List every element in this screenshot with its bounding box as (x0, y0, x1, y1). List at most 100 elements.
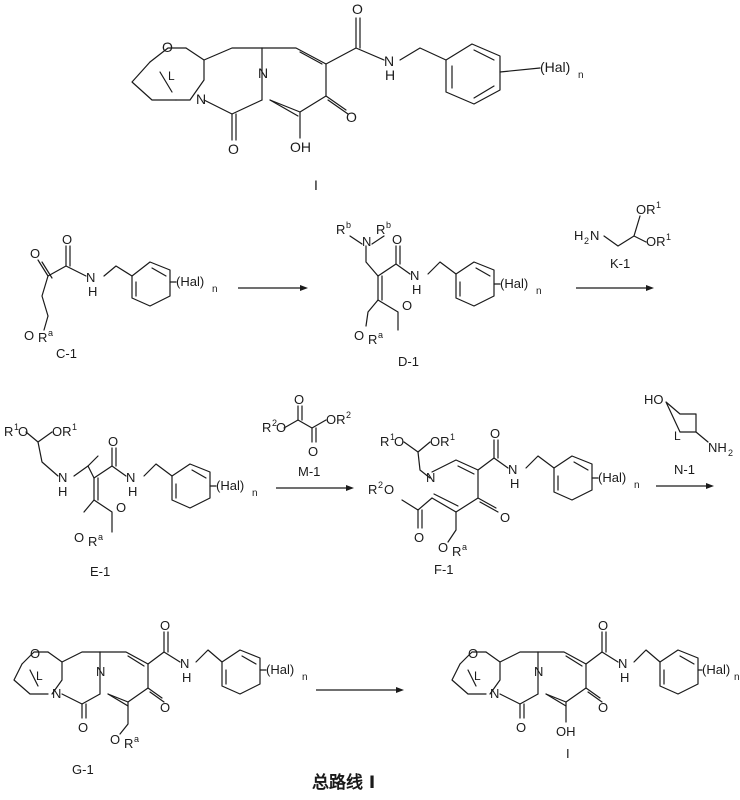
atom-l: L (168, 69, 175, 83)
atom-n: N (52, 686, 61, 701)
atom-r: R (88, 534, 97, 549)
atom-o: O (30, 246, 40, 261)
product-i-structure (131, 17, 541, 141)
reagent-m1-structure (283, 405, 327, 443)
atom-o: O (74, 530, 84, 545)
atom-n: N (180, 656, 189, 671)
compound-label: F-1 (434, 562, 454, 577)
atom-o: O (346, 109, 357, 125)
atom-o: O (110, 732, 120, 747)
arrow-head (346, 485, 354, 491)
hal-substituent: (Hal) (540, 59, 570, 75)
atom-l: L (474, 669, 481, 683)
atom-o: O (18, 424, 28, 439)
atom-o: O (24, 328, 34, 343)
subscript-2: 2 (728, 448, 733, 458)
atom-h: H (128, 484, 137, 499)
atom-r: R (368, 482, 377, 497)
atom-o: O (160, 618, 170, 633)
atom-n: N (86, 270, 95, 285)
atom-o: O (490, 426, 500, 441)
atom-o: O (392, 232, 402, 247)
atom-o: O (162, 39, 173, 55)
atom-nh: NH (708, 440, 727, 455)
superscript-a: a (378, 330, 383, 340)
atom-r: R (380, 434, 389, 449)
atom-n: N (590, 228, 599, 243)
scheme-caption: 总路线 I (312, 772, 375, 793)
atom-o: O (354, 328, 364, 343)
atom-o: O (394, 434, 404, 449)
atom-o: O (598, 700, 608, 715)
superscript-a: a (134, 734, 139, 744)
atom-or: OR (326, 412, 346, 427)
arrow-head (706, 483, 714, 489)
atom-r: R (336, 222, 345, 237)
compound-label: G-1 (72, 762, 94, 777)
atom-h: H (385, 67, 395, 83)
atom-l: L (674, 429, 681, 443)
atom-o: O (308, 444, 318, 459)
hal-substituent: (Hal) (216, 478, 244, 493)
atom-n: N (426, 470, 435, 485)
superscript-1: 1 (450, 432, 455, 442)
atom-o: O (160, 700, 170, 715)
atom-r: R (452, 544, 461, 559)
atom-or: OR (430, 434, 450, 449)
atom-h: H (88, 284, 97, 299)
atom-l: L (36, 669, 43, 683)
compound-label: I (566, 746, 570, 761)
atom-r: R (262, 420, 271, 435)
atom-n: N (96, 664, 105, 679)
atom-h: H (412, 282, 421, 297)
atom-n: N (384, 53, 394, 69)
atom-n: N (58, 470, 67, 485)
atom-o: O (116, 500, 126, 515)
atom-n: N (508, 462, 517, 477)
reagent-label: K-1 (610, 256, 630, 271)
atom-o: O (384, 482, 394, 497)
atom-oh: OH (290, 139, 311, 155)
superscript-1: 1 (14, 422, 19, 432)
atom-r: R (4, 424, 13, 439)
superscript-1: 1 (656, 200, 661, 210)
atom-o: O (500, 510, 510, 525)
subscript-n: n (734, 672, 740, 683)
compound-label: I (314, 177, 318, 193)
atom-n: N (258, 65, 268, 81)
atom-r: R (376, 222, 385, 237)
superscript-a: a (48, 328, 53, 338)
superscript-b: b (386, 220, 391, 230)
atom-n: N (196, 91, 206, 107)
compound-d1-structure (349, 235, 501, 331)
superscript-2: 2 (378, 480, 383, 490)
atom-o: O (78, 720, 88, 735)
atom-or: OR (636, 202, 656, 217)
compound-label: D-1 (398, 354, 419, 369)
atom-h: H (574, 228, 583, 243)
hal-substituent: (Hal) (176, 274, 204, 289)
atom-o: O (468, 646, 478, 661)
atom-n: N (618, 656, 627, 671)
reagent-label: N-1 (674, 462, 695, 477)
subscript-n: n (578, 70, 584, 81)
atom-r: R (124, 736, 133, 751)
hal-substituent: (Hal) (598, 470, 626, 485)
atom-o: O (402, 298, 412, 313)
atom-o: O (62, 232, 72, 247)
compound-e1-structure (25, 431, 217, 533)
atom-o: O (276, 420, 286, 435)
superscript-2: 2 (346, 410, 351, 420)
atom-or: OR (52, 424, 72, 439)
compound-c1-structure (37, 245, 177, 331)
compound-label: E-1 (90, 564, 110, 579)
atom-oh: OH (556, 724, 576, 739)
atom-o: O (516, 720, 526, 735)
atom-n: N (534, 664, 543, 679)
superscript-2: 2 (272, 418, 277, 428)
arrow-head (396, 687, 404, 693)
superscript-a: a (98, 532, 103, 542)
atom-o: O (294, 392, 304, 407)
compound-g1-structure (13, 631, 267, 735)
